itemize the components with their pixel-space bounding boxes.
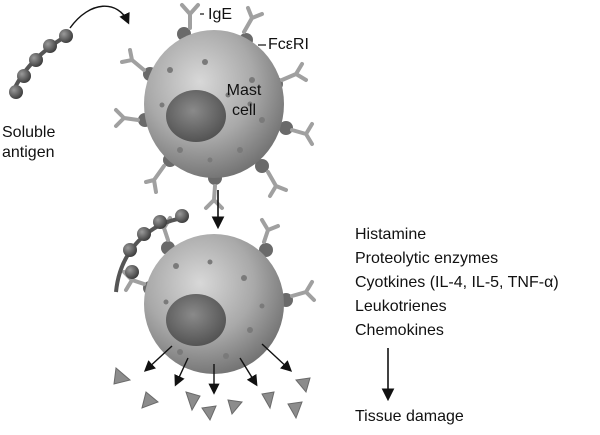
soluble-antigen-label-line2: antigen bbox=[2, 144, 55, 161]
mediator-release-arrows bbox=[143, 343, 293, 395]
granules-upper bbox=[159, 59, 265, 163]
soluble-antigen-label-line1: Soluble bbox=[2, 124, 56, 141]
released-granules bbox=[113, 367, 311, 422]
mast-cell-label-line2: cell bbox=[231, 102, 256, 119]
crosslinking-antigen-chain bbox=[114, 209, 189, 293]
mediator-proteolytic-enzymes: Proteolytic enzymes bbox=[355, 250, 499, 267]
granules-lower bbox=[163, 259, 265, 359]
mediator-leukotrienes: Leukotrienes bbox=[355, 298, 447, 315]
mediator-chemokines: Chemokines bbox=[355, 322, 444, 339]
binding-arrow bbox=[69, 5, 130, 29]
upper-mast-cell bbox=[114, 3, 314, 210]
ige-label: IgE bbox=[208, 6, 233, 23]
lower-mast-cell bbox=[114, 209, 316, 374]
mast-cell-label-line1: Mast bbox=[226, 82, 262, 99]
nucleus-lower bbox=[166, 294, 226, 346]
mediator-histamine: Histamine bbox=[355, 226, 427, 243]
soluble-antigen-chain bbox=[9, 29, 73, 99]
ige-antibodies-upper bbox=[114, 3, 314, 210]
nucleus-upper bbox=[166, 90, 226, 142]
fceri-label: FcεRI bbox=[268, 36, 309, 53]
mediator-cytokines: Cyotkines (IL-4, IL-5, TNF-α) bbox=[355, 274, 559, 291]
outcome-tissue-damage: Tissue damage bbox=[355, 408, 464, 425]
